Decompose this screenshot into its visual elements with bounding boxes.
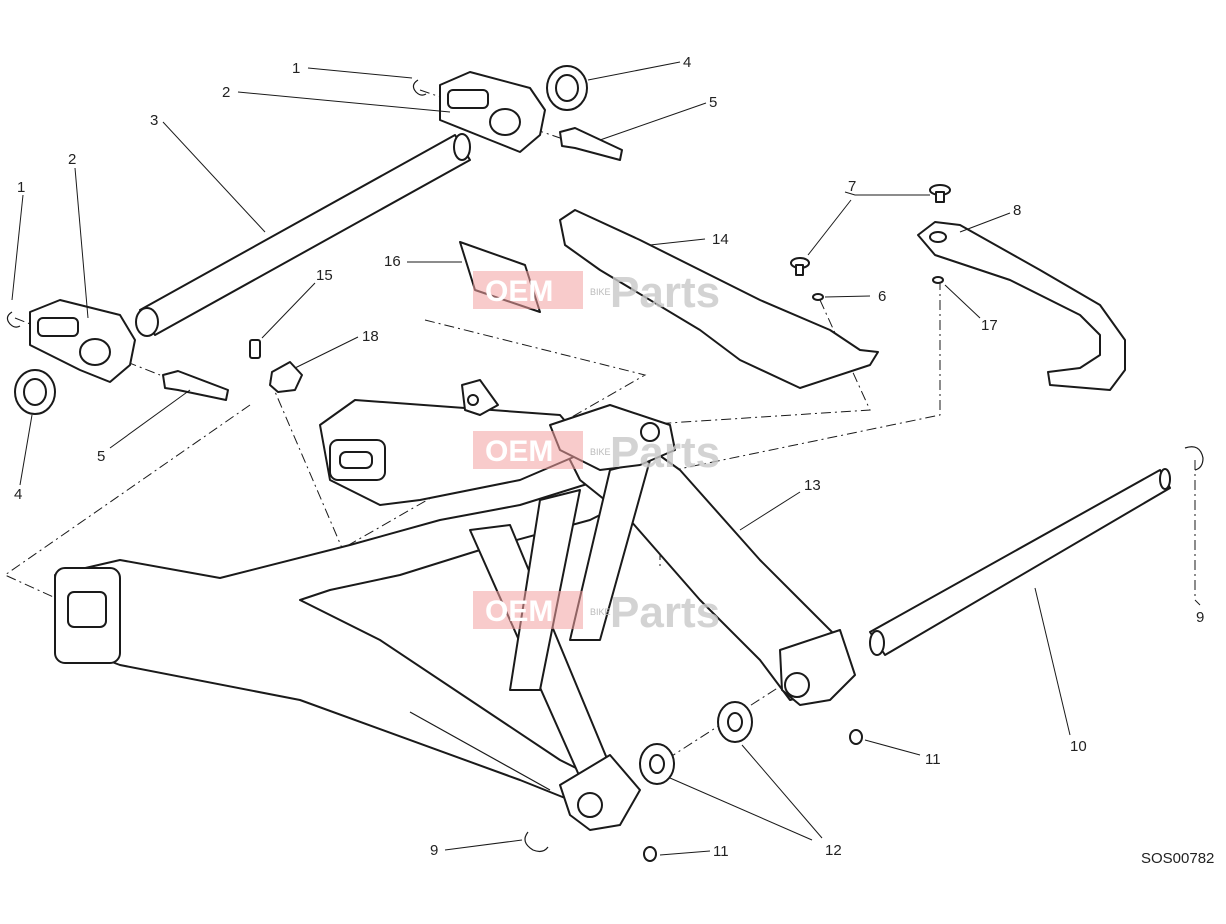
callout-5-left-bolt: 5 <box>97 448 105 465</box>
watermark-middle: OEM BIKE Parts <box>473 428 720 477</box>
svg-text:Parts: Parts <box>610 268 720 317</box>
chain-adjuster-right <box>412 65 623 161</box>
callout-5-right-bolt: 5 <box>709 94 717 111</box>
callout-12-washers: 12 <box>825 842 842 859</box>
callout-6-washer: 6 <box>878 288 886 305</box>
callout-4-right-nut: 4 <box>683 54 691 71</box>
svg-text:OEM: OEM <box>485 275 553 308</box>
svg-text:OEM: OEM <box>485 435 553 468</box>
axle-tube <box>135 133 471 337</box>
svg-text:Parts: Parts <box>610 428 720 477</box>
svg-text:Parts: Parts <box>610 588 720 637</box>
callout-2-left-adjuster: 2 <box>68 151 76 168</box>
svg-text:BIKE: BIKE <box>590 447 611 457</box>
callout-10-pivot-shaft: 10 <box>1070 738 1087 755</box>
callout-1-right-clip: 1 <box>292 60 300 77</box>
svg-text:OEM: OEM <box>485 595 553 628</box>
watermark-bottom: OEM BIKE Parts <box>473 588 720 637</box>
leader-lines <box>11 61 1201 856</box>
callout-4-left-nut: 4 <box>14 486 22 503</box>
callout-13-swingarm: 13 <box>804 477 821 494</box>
watermark-top: OEM BIKE Parts <box>473 268 720 317</box>
small-hardware <box>249 184 951 393</box>
callout-14-chain-guard: 14 <box>712 231 729 248</box>
callout-9-left-circlip: 9 <box>430 842 438 859</box>
callout-11-left-nut: 11 <box>713 843 729 860</box>
svg-text:BIKE: BIKE <box>590 607 611 617</box>
hanger-bracket <box>917 221 1126 391</box>
callout-8-bracket: 8 <box>1013 202 1021 219</box>
callout-15-screw: 15 <box>316 267 333 284</box>
svg-text:BIKE: BIKE <box>590 287 611 297</box>
callout-16-sticker: 16 <box>384 253 401 270</box>
pivot-shaft <box>869 468 1171 656</box>
callout-labels: 1 2 3 4 5 1 2 4 5 7 8 6 17 14 16 15 18 1… <box>14 54 1204 860</box>
swingarm <box>54 379 856 831</box>
callout-11-right-nut: 11 <box>925 751 941 768</box>
callout-3-axle-tube: 3 <box>150 112 158 129</box>
chain-adjuster-left <box>6 299 229 415</box>
callout-18-clip: 18 <box>362 328 379 345</box>
callout-7-screw: 7 <box>848 178 856 195</box>
chain-guard <box>559 209 879 389</box>
callout-9-right-circlip: 9 <box>1196 609 1204 626</box>
callout-1-left-clip: 1 <box>17 179 25 196</box>
drawing-code: SOS00782 <box>1141 850 1214 867</box>
callout-17-washer: 17 <box>981 317 998 334</box>
shaft-hardware <box>524 446 1204 862</box>
callout-2-right-adjuster: 2 <box>222 84 230 101</box>
